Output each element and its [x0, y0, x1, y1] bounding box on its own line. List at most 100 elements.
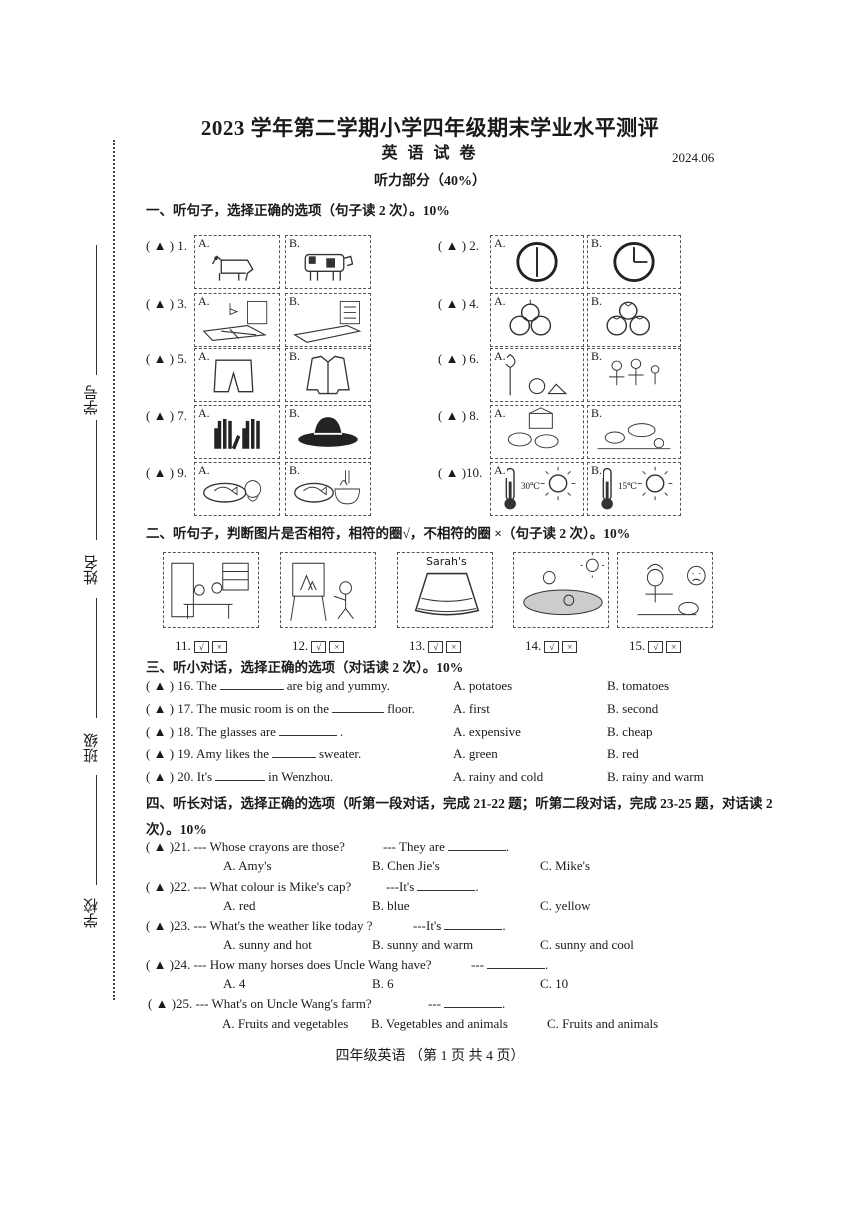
section4-heading-cont: 次）。10% [146, 822, 207, 837]
option-b-picture[interactable]: B.15℃ [587, 462, 681, 516]
question-stem: ( ▲ ) 17. The music room is on the [146, 701, 330, 716]
option-b-picture[interactable]: B. [285, 462, 371, 516]
answer-blank[interactable] [417, 890, 476, 891]
option-a-picture[interactable]: A. [490, 405, 584, 459]
name-field[interactable] [96, 598, 97, 718]
option-a-label: A. [493, 349, 507, 364]
option-a-picture[interactable]: A. [490, 348, 584, 402]
class-field[interactable] [96, 775, 97, 885]
answer-blank[interactable] [447, 850, 506, 851]
option-a-picture[interactable]: A. [194, 293, 280, 347]
judge-picture [163, 552, 259, 628]
option-c[interactable]: C. Fruits and animals [547, 1016, 659, 1031]
response-stem: --- [428, 996, 441, 1011]
option-b-picture[interactable]: B. [587, 348, 681, 402]
option-b-picture[interactable]: B. [285, 235, 371, 289]
option-b-picture[interactable]: B. [587, 235, 681, 289]
option-c[interactable]: C. Mike's [540, 858, 591, 873]
response-text: ---It's. [413, 918, 506, 934]
option-c[interactable]: C. yellow [540, 898, 591, 913]
option-b[interactable]: B. rainy and warm [607, 769, 704, 784]
temperature-label: 30℃ [521, 481, 541, 491]
option-a[interactable]: A. first [453, 701, 490, 716]
option-a[interactable]: A. Fruits and vegetables [222, 1016, 349, 1031]
cross-box[interactable]: × [446, 641, 462, 654]
period: . [545, 957, 549, 972]
tick-box[interactable]: √ [193, 641, 209, 654]
option-b-picture[interactable]: B. [285, 293, 371, 347]
tick-box[interactable]: √ [544, 641, 560, 654]
judge-number: 14.√× [525, 638, 578, 654]
response-text: ---. [471, 957, 548, 973]
option-a-picture[interactable]: A. [194, 348, 280, 402]
section1-heading: 一、听句子，选择正确的选项（句子读 2 次）。10% [146, 203, 450, 218]
option-a-label: A. [493, 463, 507, 478]
cross-box[interactable]: × [329, 641, 345, 654]
option-b[interactable]: B. tomatoes [607, 678, 670, 693]
question-stem: ( ▲ ) 20. It's [146, 769, 213, 784]
question-text: ( ▲ ) 18. The glasses are. [146, 724, 343, 740]
option-a-picture[interactable]: A. [194, 405, 280, 459]
fish-noodles-icon [294, 470, 360, 505]
question-ending: are big and yummy. [286, 678, 390, 693]
answer-blank[interactable] [444, 929, 503, 930]
option-b-picture[interactable]: B. [285, 405, 371, 459]
option-a-picture[interactable]: A. [490, 293, 584, 347]
option-b[interactable]: B. Vegetables and animals [371, 1016, 508, 1031]
option-b-label: B. [288, 406, 302, 421]
question-ending: floor. [387, 701, 415, 716]
option-b[interactable]: B. 6 [372, 976, 394, 991]
thermometer-sun-icon [601, 466, 673, 510]
option-b[interactable]: B. Chen Jie's [372, 858, 440, 873]
option-a-picture[interactable]: A. [490, 235, 584, 289]
option-b-picture[interactable]: B. [285, 348, 371, 402]
judge-number: 13.√× [409, 638, 462, 654]
judge-number-label: 11. [175, 638, 191, 653]
tick-box[interactable]: √ [648, 641, 664, 654]
option-a[interactable]: A. 4 [223, 976, 246, 991]
option-c[interactable]: C. 10 [540, 976, 569, 991]
answer-blank[interactable] [332, 712, 385, 713]
option-a-picture[interactable]: A. 30℃ [490, 462, 584, 516]
answer-blank[interactable] [444, 1007, 502, 1008]
option-b[interactable]: B. second [607, 701, 659, 716]
section2-heading: 二、听句子，判断图片是否相符，相符的圈√，不相符的圈 ×（句子读 2 次）。10… [146, 526, 631, 541]
tick-box[interactable]: √ [311, 641, 327, 654]
reading-room-icon [171, 562, 249, 619]
question-number: ( ▲ ) 4. [438, 296, 480, 311]
answer-blank[interactable] [215, 780, 266, 781]
cross-box[interactable]: × [666, 641, 682, 654]
tick-box[interactable]: √ [428, 641, 444, 654]
option-b[interactable]: B. blue [372, 898, 410, 913]
option-b[interactable]: B. sunny and warm [372, 937, 474, 952]
option-a[interactable]: A. potatoes [453, 678, 513, 693]
exam-date: 2024.06 [672, 150, 715, 165]
option-a[interactable]: A. red [223, 898, 256, 913]
answer-blank[interactable] [219, 689, 284, 690]
student-no-field[interactable] [96, 245, 97, 375]
question-number: ( ▲ ) 5. [146, 351, 188, 366]
option-b-label: B. [590, 406, 604, 421]
option-a[interactable]: A. rainy and cold [453, 769, 544, 784]
option-a[interactable]: A. Amy's [223, 858, 272, 873]
option-c[interactable]: C. sunny and cool [540, 937, 634, 952]
option-b-picture[interactable]: B. [587, 405, 681, 459]
option-b[interactable]: B. cheap [607, 724, 653, 739]
option-a[interactable]: A. green [453, 746, 498, 761]
option-b-picture[interactable]: B. [587, 293, 681, 347]
option-a-picture[interactable]: A. [194, 462, 280, 516]
option-a-picture[interactable]: A. [194, 235, 280, 289]
option-a-label: A. [197, 406, 211, 421]
answer-blank[interactable] [487, 968, 545, 969]
cross-box[interactable]: × [562, 641, 578, 654]
student-no-field-2[interactable] [96, 420, 97, 540]
option-a[interactable]: A. expensive [453, 724, 521, 739]
option-a[interactable]: A. sunny and hot [223, 937, 312, 952]
option-b[interactable]: B. red [607, 746, 639, 761]
answer-blank[interactable] [278, 735, 337, 736]
answer-blank[interactable] [272, 757, 316, 758]
judge-number: 12.√× [292, 638, 345, 654]
playground-icon [202, 300, 268, 342]
cross-box[interactable]: × [211, 641, 227, 654]
